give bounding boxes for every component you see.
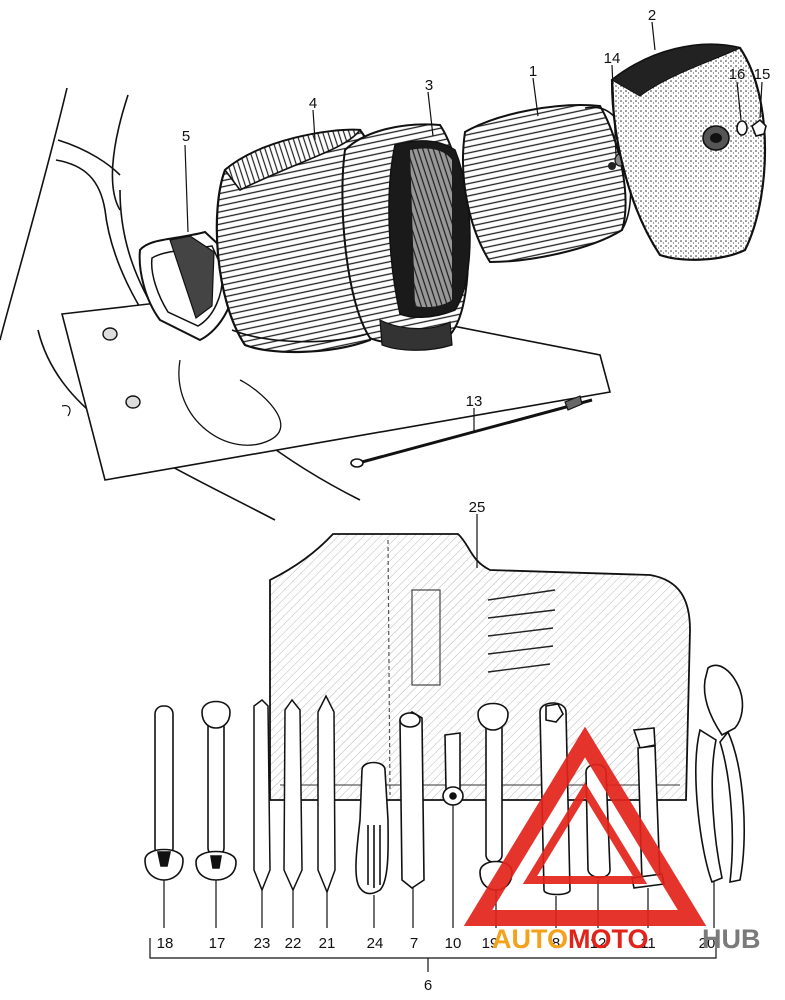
tool-label-t23: 23 bbox=[254, 935, 271, 952]
callout-label-c1: 1 bbox=[529, 63, 537, 80]
nut-washer-parts bbox=[736, 118, 767, 137]
watermark-text-hub: HUB bbox=[702, 924, 761, 954]
filter-cylinder-part bbox=[462, 104, 632, 264]
strap-band-part bbox=[138, 230, 237, 342]
tool-22-screwdriver bbox=[283, 698, 303, 892]
tool-label-t22: 22 bbox=[285, 935, 302, 952]
callout-label-c3: 3 bbox=[425, 77, 433, 94]
tool-7-box-wrench bbox=[399, 711, 425, 889]
callout-label-c4: 4 bbox=[309, 95, 317, 112]
pouch-printed-label-graphic bbox=[487, 589, 556, 673]
tool-label-t24: 24 bbox=[367, 935, 384, 952]
tool-21-screwdriver bbox=[317, 694, 336, 895]
watermark-text-auto: AUTO bbox=[492, 924, 568, 954]
callout-label-c13: 13 bbox=[466, 393, 483, 410]
watermark-logo bbox=[463, 726, 707, 926]
leader-lines bbox=[149, 21, 763, 972]
filter-screen-part bbox=[341, 123, 471, 351]
callout-label-c2: 2 bbox=[648, 7, 656, 24]
tool-label-t21: 21 bbox=[319, 935, 336, 952]
callout-label-c14: 14 bbox=[604, 50, 621, 67]
cover-cap-part bbox=[610, 43, 767, 261]
watermark-text-moto: MOTO bbox=[568, 924, 649, 954]
tool-10-socket bbox=[442, 732, 464, 806]
bolt-icon bbox=[125, 395, 141, 409]
bolt-icon bbox=[102, 327, 118, 341]
triangle-logo-icon bbox=[463, 726, 707, 926]
tool-label-t7: 7 bbox=[410, 935, 418, 952]
callout-label-c25: 25 bbox=[469, 499, 486, 516]
tool-labels: 18 17 23 22 21 24 7 10 19 8 12 11 20 bbox=[157, 935, 716, 952]
tool-20-pliers bbox=[695, 664, 745, 884]
tool-label-t19: 19 bbox=[482, 935, 499, 952]
tool-18-spanner bbox=[144, 705, 184, 881]
tool-label-t18: 18 bbox=[157, 935, 174, 952]
tool-label-t20: 20 bbox=[699, 935, 716, 952]
tool-label-t17: 17 bbox=[209, 935, 226, 952]
tool-17-spanner bbox=[195, 700, 237, 881]
tool-label-t8: 8 bbox=[552, 935, 560, 952]
tool-label-t12: 12 bbox=[590, 935, 607, 952]
tool-23-screwdriver bbox=[253, 699, 271, 893]
callout-label-c5: 5 bbox=[182, 128, 190, 145]
tool-label-t11: 11 bbox=[640, 935, 656, 952]
tool-label-t10: 10 bbox=[445, 935, 462, 952]
tool-24-handle bbox=[355, 761, 389, 895]
callout-label-c6: 6 bbox=[424, 977, 432, 994]
rod-part bbox=[350, 395, 593, 468]
callout-label-c15: 15 bbox=[754, 66, 771, 83]
callout-label-c16: 16 bbox=[729, 66, 746, 83]
